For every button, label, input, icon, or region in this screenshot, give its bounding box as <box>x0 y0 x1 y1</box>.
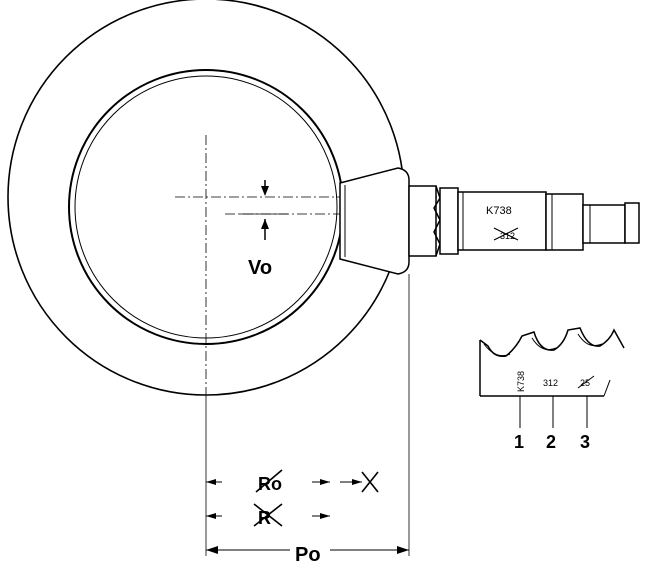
r-correction-row <box>206 513 330 519</box>
vo-arrow-down <box>261 186 269 196</box>
tooth-marking: K738 <box>516 371 526 392</box>
shaft-collar <box>408 185 437 257</box>
vo-label: Vo <box>248 257 272 279</box>
callout-1: 1 <box>514 432 524 452</box>
tooth-profile <box>479 327 625 358</box>
shaft-strike-mark <box>493 227 519 241</box>
po-arrow-left <box>206 546 218 554</box>
shaft-marking-struck: 312 <box>500 231 515 241</box>
po-arrow-right <box>397 546 409 554</box>
ro-strike <box>255 469 283 493</box>
tooth-value-a: 312 <box>543 378 558 388</box>
callout-leaders <box>519 396 588 428</box>
tooth-detail-inset <box>479 327 625 397</box>
vo-offset-indicator <box>240 180 288 240</box>
pinion-head <box>339 167 410 275</box>
po-extension-lines <box>205 274 410 556</box>
tooth-value-b-strike <box>577 375 595 389</box>
shaft-marking: K738 <box>486 205 512 217</box>
shaft-main-section <box>457 191 547 251</box>
callout-3: 3 <box>580 432 590 452</box>
r-strike <box>253 503 283 527</box>
ro-correction-row <box>206 471 379 493</box>
vo-arrow-up <box>261 219 269 229</box>
po-label: Po <box>295 544 321 566</box>
pinion-shaft <box>408 185 640 257</box>
callout-2: 2 <box>546 432 556 452</box>
ro-label-struck: Ro <box>258 474 282 494</box>
centerlines <box>175 135 470 395</box>
